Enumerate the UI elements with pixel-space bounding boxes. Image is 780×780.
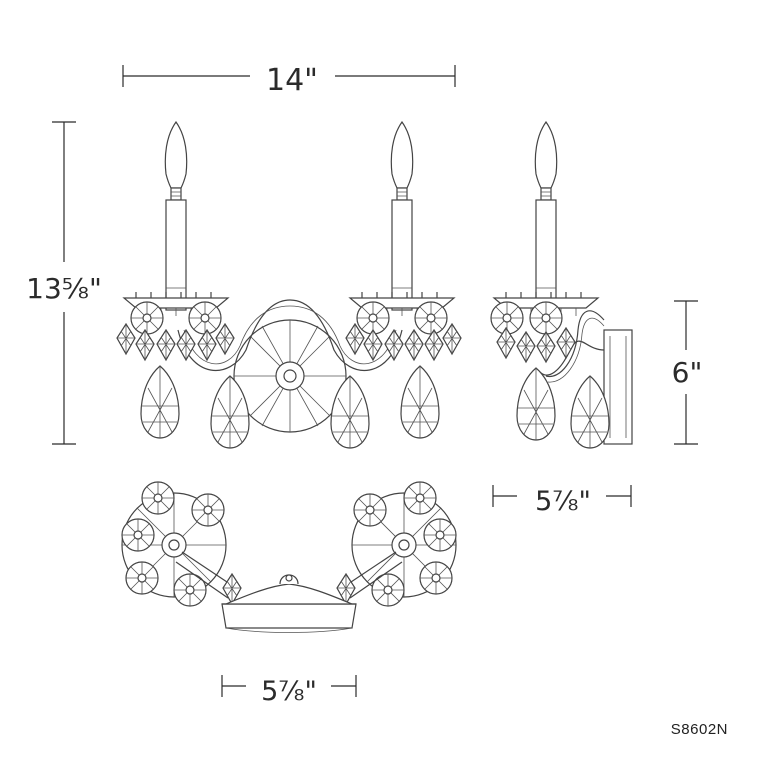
front-view-drawing bbox=[116, 121, 462, 449]
side-extension-dimension: 5⅞" bbox=[492, 485, 632, 517]
front-width-label: 14" bbox=[266, 63, 318, 98]
bottom-depth-dimension: 5⅞" bbox=[221, 675, 357, 707]
side-backplate-height-dimension: 6" bbox=[672, 300, 703, 445]
height-label: 13⅝" bbox=[26, 272, 102, 305]
model-number: S8602N bbox=[670, 721, 728, 738]
bottom-depth-label: 5⅞" bbox=[261, 676, 317, 707]
front-width-dimension: 14" bbox=[122, 63, 456, 98]
side-height-label: 6" bbox=[672, 356, 703, 389]
height-dimension: 13⅝" bbox=[26, 121, 102, 445]
side-extension-label: 5⅞" bbox=[535, 486, 591, 517]
bottom-view-drawing bbox=[121, 481, 457, 633]
side-view-drawing bbox=[490, 121, 633, 449]
